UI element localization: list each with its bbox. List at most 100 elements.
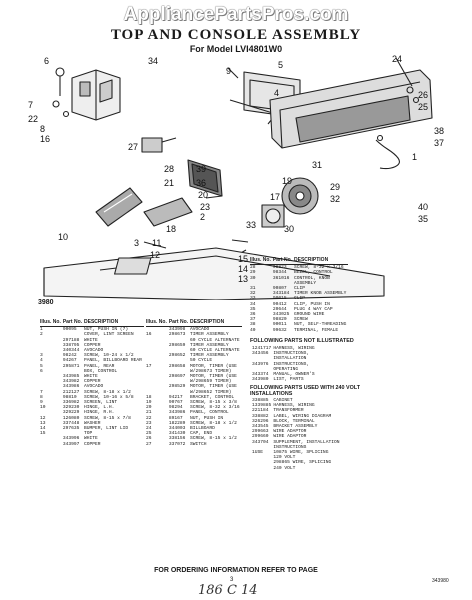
table-cell: 361016	[272, 275, 290, 281]
table-cell: SCREW, 10-16 x 5/8	[84, 394, 134, 400]
table-cell: 22	[146, 415, 152, 421]
table-cell: 32	[250, 291, 256, 297]
callout: 30	[284, 224, 294, 234]
table-cell: 10875 WIRE, SPLICING	[273, 450, 329, 456]
conversion-heading: FOLLOWING PARTS USED WITH 240 VOLT INSTA…	[250, 385, 361, 397]
table-cell: 337072	[168, 441, 186, 447]
table-cell: BRACKET, CONTROL	[190, 394, 235, 400]
table-cell: 13	[40, 420, 46, 426]
table-cell: 337448	[62, 420, 80, 426]
table-cell: 343976	[252, 361, 269, 367]
table-cell: 98242	[62, 353, 77, 359]
watermark: AppliancePartsPros.com	[123, 4, 349, 25]
table-row: 60 CYCLE ALTERNATE	[146, 338, 242, 343]
table-cell: SCREW, 10-24 x 1/2	[84, 353, 134, 359]
table-cell: 212127	[62, 389, 80, 395]
table-cell: 21	[146, 410, 152, 416]
callout: 35	[418, 214, 428, 224]
table-cell: 6	[40, 368, 43, 374]
callout-labels: 6 34 9 5 4 24 26 25 7 22 8 16 27 38 37 1…	[28, 54, 444, 284]
table-cell: SCREW, 8-32 x 3/16	[294, 265, 344, 271]
table-cell: 338882	[252, 413, 269, 419]
table-cell: NUT, PUSH IN (7)	[84, 327, 129, 333]
callout: 38	[434, 126, 444, 136]
table-cell: 1339885	[252, 403, 272, 409]
callout: 28	[164, 164, 174, 174]
table-cell: 329230	[62, 405, 80, 411]
table-cell: 38	[250, 322, 256, 328]
not-illustrated-heading: FOLLOWING PARTS NOT ILLUSTRATED	[250, 338, 354, 344]
table-cell: NUT, SELF-THREADING	[294, 322, 347, 328]
screws	[143, 195, 249, 259]
table-row: W/298673 TIMER)	[146, 369, 242, 374]
callout: 17	[270, 192, 280, 202]
callout: 20	[198, 190, 208, 200]
table-cell: 240 VOLT	[273, 465, 296, 471]
table-cell: 329229	[62, 410, 80, 416]
table-row: W/298659 TIMER)	[146, 379, 242, 384]
table-cell: WHITE	[84, 374, 98, 380]
table-cell: COPPER	[84, 379, 101, 385]
table-cell: 50 CYCLE	[190, 358, 213, 364]
document-number: 343980	[432, 578, 449, 584]
table-cell: TIMER ASSEMBLY	[190, 342, 229, 348]
table-cell: 298658	[168, 363, 186, 369]
table-cell: 8	[40, 394, 43, 400]
table-cell: OPERATING	[273, 366, 299, 372]
table-cell: 19	[146, 400, 152, 406]
table-cell: 336982	[62, 400, 80, 406]
table-cell: 343184	[272, 291, 290, 297]
callout: 31	[312, 160, 322, 170]
page-number: 3	[230, 577, 234, 583]
table-cell: HINGE, R.H.	[84, 410, 115, 416]
table-cell: CLIP, PUSH IN	[294, 301, 330, 307]
table-cell: SCREEN, LINT	[84, 400, 118, 406]
callout: 27	[128, 142, 138, 152]
callout: 34	[148, 56, 158, 66]
table-cell: 126080	[62, 415, 80, 421]
table-cell: 23	[146, 420, 152, 426]
table-row: 50 CYCLE	[146, 358, 242, 363]
callout: 11	[152, 238, 161, 248]
table-cell: 338156	[168, 436, 186, 442]
table-cell: PANEL, BILLBOARD REAR	[84, 358, 142, 364]
table-cell: 299660	[252, 434, 269, 440]
table-cell: SCREW, 8-15 x 3/8	[190, 400, 237, 406]
table-cell: W/298652 TIMER)	[190, 389, 232, 395]
table-cell: COPPER	[84, 342, 101, 348]
callout: 2	[200, 212, 205, 222]
table-cell: BOX, CONTROL	[84, 368, 118, 374]
table-cell: WIRE ADAPTOR	[273, 434, 307, 440]
table-cell: 343997	[62, 441, 80, 447]
table-row: INSTALLATION	[250, 356, 317, 361]
table-cell: AVOCADO	[190, 327, 210, 333]
table-cell: 98823	[272, 265, 287, 271]
